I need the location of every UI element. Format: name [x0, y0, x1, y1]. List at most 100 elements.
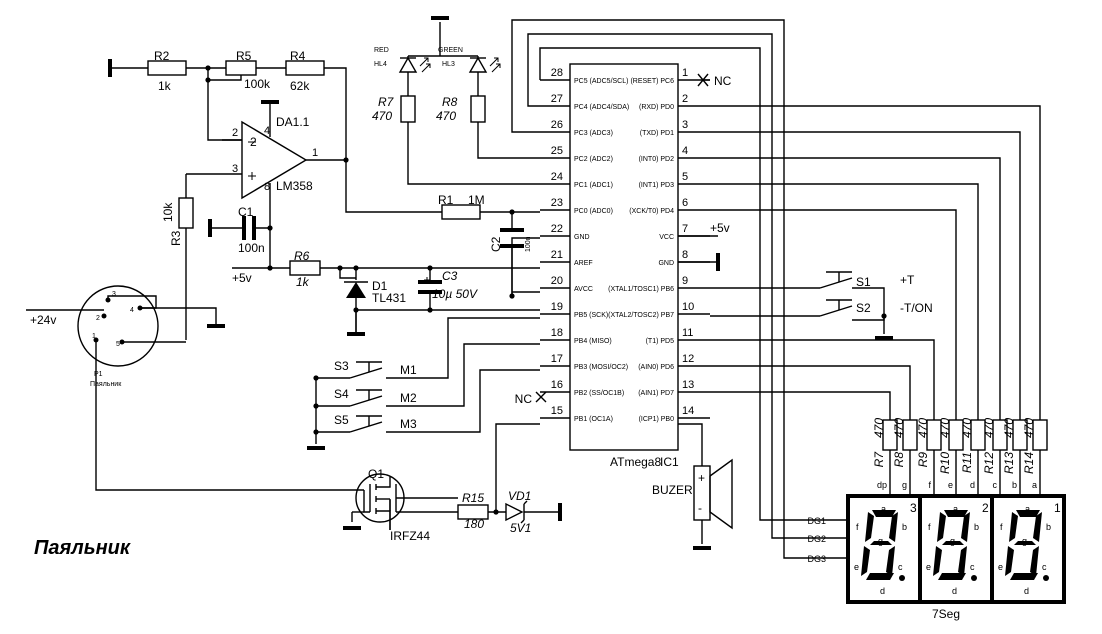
s2-label: -T/ON — [900, 301, 933, 315]
ic-pin-number: 15 — [551, 405, 563, 417]
ic-pin-number: 24 — [551, 171, 563, 183]
hl3-color: GREEN — [438, 47, 463, 54]
switch-actuator — [826, 299, 852, 310]
seg-letter-d: d — [1024, 586, 1029, 596]
r1 — [441, 204, 481, 220]
ic-pin-number: 1 — [682, 67, 688, 79]
wire — [363, 490, 370, 513]
hl4-color: RED — [374, 47, 389, 54]
ic-pin-name: (XTAL1/TOSC1) PB6 — [608, 286, 674, 293]
switch-ref: S3 — [334, 359, 349, 373]
opamp-part: LM358 — [276, 179, 313, 193]
r4 — [285, 60, 325, 76]
r2 — [147, 60, 187, 76]
ic-pin-name: (INT0) PD2 — [639, 156, 675, 163]
wire-seg-a — [710, 105, 1041, 420]
d1-part: TL431 — [372, 291, 406, 305]
c3-plate — [418, 290, 442, 294]
ic-pin-number: 9 — [682, 275, 688, 287]
p1-ref: P1 — [94, 371, 103, 378]
switch-contact — [349, 395, 383, 407]
switch-actuator — [356, 389, 382, 400]
display-dp — [899, 575, 905, 581]
junction-dot — [313, 429, 319, 435]
seg-letter-b: b — [974, 522, 979, 532]
wire — [324, 67, 347, 160]
junction-dot — [509, 293, 515, 299]
display-segment — [938, 573, 966, 580]
opamp-pin8: 8 — [264, 181, 270, 193]
r8-ref: R8 — [442, 95, 458, 109]
seg-name: c — [993, 480, 998, 490]
c2-value: 100n — [525, 236, 532, 252]
ic-pin-name: (RXD) PD0 — [639, 104, 674, 111]
r1-value: 1M — [468, 193, 485, 207]
ic-pin-number: 28 — [551, 67, 563, 79]
display-segment — [1030, 546, 1039, 576]
p1-pin — [101, 313, 107, 319]
wire — [140, 307, 217, 324]
s1-label: +T — [900, 273, 915, 287]
q1-ref: Q1 — [368, 467, 384, 481]
p1-pin-label: 3 — [112, 291, 116, 298]
display-ref: 7Seg — [932, 607, 960, 621]
r2-ref: R2 — [154, 49, 170, 63]
ic-pin-number: 12 — [682, 353, 694, 365]
seg-resistor — [1012, 419, 1028, 451]
wire-pb1 — [495, 423, 540, 512]
ic-pin-name: PB5 (SCK) — [574, 312, 608, 319]
ic-pin-name: PC3 (ADC3) — [574, 130, 613, 137]
seg-resistor-value: 470 — [938, 418, 952, 438]
wire-p1-q1 — [95, 340, 364, 491]
plus5-label: +5v — [232, 271, 252, 285]
vd1-zener — [505, 502, 524, 522]
junction-dot — [205, 77, 211, 83]
seg-resistor-value: 470 — [982, 418, 996, 438]
junction-dot — [267, 265, 273, 271]
led-resistor — [470, 95, 486, 123]
led-rays — [419, 57, 431, 73]
wire-seg-d — [710, 183, 979, 420]
hl3-ref: HL3 — [442, 61, 455, 68]
seg-letter-e: e — [854, 562, 859, 572]
nc-label: NC — [714, 74, 732, 88]
switch-contact — [819, 277, 853, 317]
vcc-plus5-label: +5v — [710, 221, 730, 235]
switch-ref: S4 — [334, 387, 349, 401]
opamp — [241, 120, 308, 200]
seg-letter-b: b — [902, 522, 907, 532]
junction-dot — [509, 209, 515, 215]
display-segment — [1010, 573, 1038, 580]
display-segment — [1033, 512, 1042, 542]
digit-number: 1 — [1054, 501, 1061, 515]
page-title: Паяльник — [34, 537, 131, 559]
seg-letter-f: f — [928, 522, 931, 532]
ic-pin-name: GND — [574, 234, 590, 241]
junction-dot — [343, 157, 349, 163]
wire-pc2-green — [477, 122, 540, 159]
display-segment — [961, 512, 970, 542]
components — [77, 16, 1066, 604]
buzzer-plus: + — [698, 471, 705, 485]
wire — [339, 268, 356, 279]
ic-pin-name: AREF — [574, 260, 593, 267]
r5 — [225, 60, 257, 76]
ic-pin-number: 21 — [551, 249, 563, 261]
seg-resistor-value: 470 — [960, 418, 974, 438]
seg-letter-g: g — [878, 536, 883, 546]
r5-value: 100k — [244, 77, 271, 91]
seg-resistor-ref: R13 — [1002, 452, 1016, 474]
nc-cross — [697, 73, 709, 87]
ic1-part-label: ATmega8 — [610, 455, 661, 469]
opamp-pin4: 4 — [264, 125, 270, 137]
plus-sign — [248, 172, 256, 180]
buzzer-label: BUZER — [652, 483, 693, 497]
seg-resistor-ref: R10 — [938, 452, 952, 474]
display-segment — [1014, 541, 1036, 545]
junction-dot — [267, 225, 273, 231]
seg-resistor-value: 470 — [872, 418, 886, 438]
r5-wiper — [208, 75, 242, 81]
opamp-pin3: 3 — [232, 163, 238, 175]
vd1-value: 5V1 — [510, 521, 531, 535]
